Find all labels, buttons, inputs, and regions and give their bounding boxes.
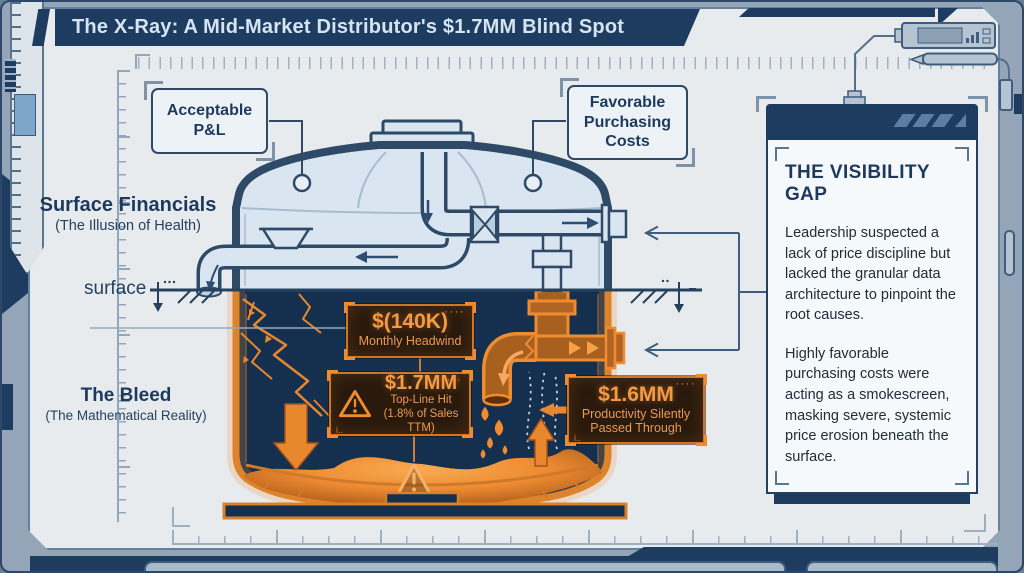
metric-connector-lines <box>413 358 421 462</box>
metric-caption: Monthly Headwind <box>358 333 462 348</box>
visibility-gap-panel: THE VISIBILITY GAP Leadership suspected … <box>766 104 978 494</box>
bleed-label: The Bleed (The Mathematical Reality) <box>24 385 228 423</box>
valve-icon <box>469 205 500 244</box>
decor-dots: ···· <box>444 306 465 318</box>
decor-dots: ···· <box>675 378 696 390</box>
corner-bracket <box>465 302 476 313</box>
metric-caption: Productivity Silently <box>581 406 691 421</box>
corner-bracket <box>172 507 190 527</box>
panel-paragraph: Highly favorable purchasing costs were a… <box>785 345 951 465</box>
corner-bracket <box>135 54 150 69</box>
panel-footer-bar <box>774 494 970 504</box>
corner-bracket <box>465 349 476 360</box>
surface-marker-right <box>630 279 696 313</box>
metric-productivity: ···· i.. $1.6MM Productivity Silently Pa… <box>565 374 707 446</box>
warning-icon <box>338 390 372 418</box>
surface-financials-title: Surface Financials <box>39 194 217 216</box>
footer-tab <box>806 561 998 571</box>
corner-bracket <box>955 471 969 485</box>
decor-mark: i.. <box>574 433 582 443</box>
hazard-stripe-triangle <box>955 114 966 127</box>
crack-debris <box>243 309 272 363</box>
left-frame-mini-block <box>5 59 16 92</box>
corner-bracket <box>775 471 789 485</box>
corner-bracket <box>964 514 986 532</box>
usb-device-icon <box>843 22 996 106</box>
productivity-arrow-icon <box>539 403 568 417</box>
corner-bracket <box>775 147 789 161</box>
footer-tab <box>144 561 786 571</box>
top-frame-band <box>739 8 935 17</box>
callout-acceptable-pl: Acceptable P&L <box>144 81 275 161</box>
left-frame-block <box>2 384 13 430</box>
panel-heading: THE VISIBILITY GAP <box>785 162 930 205</box>
panel-connector-arrows <box>643 225 766 358</box>
bleed-title: The Bleed <box>80 385 172 406</box>
bleed-subtitle: (The Mathematical Reality) <box>45 408 207 423</box>
panel-header-bar <box>766 104 978 140</box>
panel-paragraph: Leadership suspected a lack of price dis… <box>785 225 956 324</box>
corner-bracket <box>327 427 338 438</box>
top-ruler <box>138 57 994 69</box>
metric-text: $1.7MM Top-Line Hit (1.8% of Sales TTM) <box>377 371 465 435</box>
metric-monthly-headwind: ···· $(140K) Monthly Headwind <box>344 302 476 360</box>
steam-arrow-icon <box>526 417 556 467</box>
bottom-ruler <box>172 530 998 545</box>
surface-marker-left <box>153 280 216 312</box>
corner-bracket <box>565 374 576 385</box>
surface-financials-subtitle: (The Illusion of Health) <box>55 218 201 234</box>
probe-device-icon <box>908 52 1013 111</box>
metric-value: $(140K) <box>372 310 448 333</box>
metric-caption: Passed Through <box>590 421 682 436</box>
device-wires <box>854 35 1010 97</box>
pour-arrow-icon <box>272 403 320 472</box>
corner-bracket <box>462 370 473 381</box>
corner-bracket <box>327 370 338 381</box>
decor-dots: ···· <box>441 374 462 386</box>
metric-value: $1.7MM <box>384 371 458 394</box>
corner-bracket <box>696 435 707 446</box>
broken-pipe <box>482 289 626 407</box>
page-title: The X-Ray: A Mid-Market Distributor's $1… <box>55 9 700 46</box>
right-frame-capsule <box>1004 230 1015 276</box>
left-frame-gauge <box>14 94 36 136</box>
metric-caption: Top-Line Hit <box>390 394 452 407</box>
surface-financials-label: Surface Financials (The Illusion of Heal… <box>30 194 226 234</box>
corner-bracket <box>462 427 473 438</box>
callout-favorable-purchasing: Favorable Purchasing Costs <box>560 78 695 167</box>
right-frame-mark <box>1014 94 1022 114</box>
hazard-stripes <box>893 114 966 127</box>
surface-marker-label: surface <box>84 278 147 299</box>
decor-mark: i.. <box>336 425 344 435</box>
corner-bracket <box>696 374 707 385</box>
metric-caption: (1.8% of Sales TTM) <box>383 408 459 434</box>
internal-pipes <box>196 152 628 298</box>
corner-bracket <box>756 96 776 112</box>
corner-bracket <box>968 96 988 112</box>
panel-body: THE VISIBILITY GAP Leadership suspected … <box>766 140 978 494</box>
callout-connectors <box>269 120 566 174</box>
corner-bracket <box>565 435 576 446</box>
metric-topline-hit: ···· i.. $1.7MM Top-Line Hit (1.8% of Sa… <box>327 370 473 438</box>
corner-bracket <box>344 349 355 360</box>
left-ruler <box>117 70 130 522</box>
corner-bracket <box>955 147 969 161</box>
corner-bracket <box>344 302 355 313</box>
flow-arrows <box>206 200 599 292</box>
hazard-stripe <box>931 114 954 127</box>
metric-value: $1.6MM <box>598 383 674 406</box>
anchor-circles <box>292 173 543 193</box>
left-frame-ruler <box>10 2 44 274</box>
tank-base <box>222 491 628 520</box>
